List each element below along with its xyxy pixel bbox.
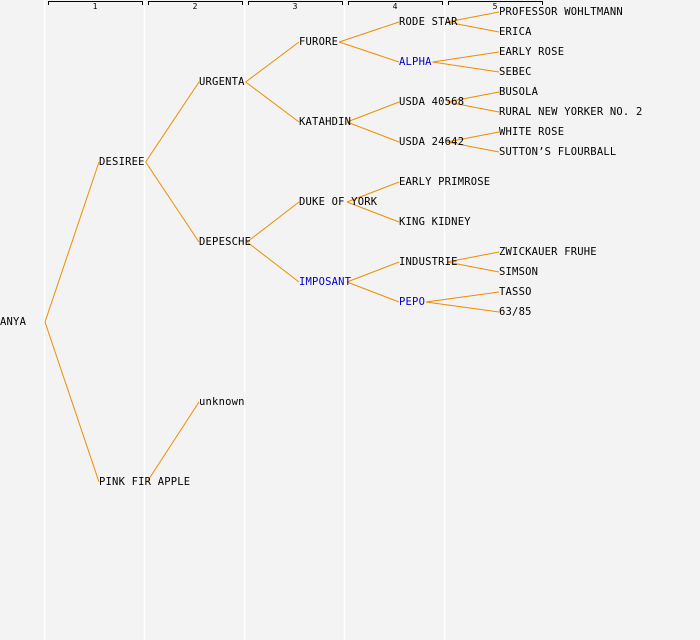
generation-bracket: [248, 1, 343, 5]
pedigree-edge: [44, 161, 100, 323]
pedigree-edge: [145, 161, 200, 243]
pedigree-edge: [432, 51, 500, 63]
pedigree-node-earlyprimrose[interactable]: EARLY PRIMROSE: [399, 176, 491, 188]
pedigree-edge: [446, 101, 500, 113]
pedigree-node-urgenta[interactable]: URGENTA: [199, 76, 245, 88]
pedigree-node-sebec[interactable]: SEBEC: [499, 66, 532, 78]
pedigree-node-busola[interactable]: BUSOLA: [499, 86, 539, 98]
pedigree-node-desiree[interactable]: DESIREE: [99, 156, 145, 168]
pedigree-node-industrie[interactable]: INDUSTRIE: [399, 256, 458, 268]
pedigree-edge: [446, 131, 500, 143]
pedigree-node-kingkidney[interactable]: KING KIDNEY: [399, 216, 471, 228]
pedigree-node-usda40568[interactable]: USDA 40568: [399, 96, 465, 108]
pedigree-node-imposant[interactable]: IMPOSANT: [299, 276, 352, 288]
pedigree-node-ruralnewyorker[interactable]: RURAL NEW YORKER NO. 2: [499, 106, 643, 118]
pedigree-edge: [446, 261, 500, 273]
pedigree-node-pepo[interactable]: PEPO: [399, 296, 426, 308]
pedigree-edge: [146, 401, 200, 483]
generation-label: 2: [192, 2, 198, 11]
pedigree-node-whiterose[interactable]: WHITE ROSE: [499, 126, 565, 138]
pedigree-node-zwickauer[interactable]: ZWICKAUER FRUHE: [499, 246, 597, 258]
pedigree-edge: [432, 61, 500, 73]
generation-bracket: [348, 1, 443, 5]
pedigree-node-erica[interactable]: ERICA: [499, 26, 532, 38]
pedigree-node-6385[interactable]: 63/85: [499, 306, 532, 318]
generation-label: 5: [492, 2, 498, 11]
pedigree-edge: [446, 251, 500, 263]
generation-label: 1: [92, 2, 98, 11]
pedigree-edge: [426, 291, 500, 303]
pedigree-edge: [246, 201, 300, 243]
pedigree-edge: [346, 281, 400, 303]
generation-bracket: [448, 1, 543, 5]
generation-bracket: [48, 1, 143, 5]
generation-bracket: [148, 1, 243, 5]
pedigree-edge: [346, 201, 400, 223]
pedigree-edge: [246, 241, 300, 283]
pedigree-edge: [338, 41, 400, 63]
pedigree-edge: [446, 141, 500, 153]
pedigree-edge: [44, 321, 100, 483]
pedigree-edge: [346, 181, 400, 203]
pedigree-node-earlyrose[interactable]: EARLY ROSE: [499, 46, 565, 58]
pedigree-node-pinkfir[interactable]: PINK FIR APPLE: [99, 476, 191, 488]
pedigree-node-unknown[interactable]: unknown: [199, 396, 245, 408]
pedigree-edge: [338, 21, 400, 43]
pedigree-node-furore[interactable]: FURORE: [299, 36, 339, 48]
pedigree-edge: [245, 81, 300, 123]
pedigree-edge: [426, 301, 500, 313]
pedigree-node-alpha[interactable]: ALPHA: [399, 56, 432, 68]
pedigree-edge: [446, 21, 500, 33]
pedigree-node-katahdin[interactable]: KATAHDIN: [299, 116, 352, 128]
pedigree-edge: [346, 121, 400, 143]
pedigree-node-tasso[interactable]: TASSO: [499, 286, 532, 298]
pedigree-node-usda24642[interactable]: USDA 24642: [399, 136, 465, 148]
pedigree-node-profwohltmann[interactable]: PROFESSOR WOHLTMANN: [499, 6, 623, 18]
pedigree-node-depesche[interactable]: DEPESCHE: [199, 236, 252, 248]
generation-label: 3: [292, 2, 298, 11]
pedigree-edge: [145, 81, 200, 163]
pedigree-node-anya[interactable]: ANYA: [0, 316, 27, 328]
generation-label: 4: [392, 2, 398, 11]
pedigree-node-rodestar[interactable]: RODE STAR: [399, 16, 458, 28]
pedigree-edge: [245, 41, 300, 83]
pedigree-node-dukeofyork[interactable]: DUKE OF YORK: [299, 196, 378, 208]
pedigree-node-simson[interactable]: SIMSON: [499, 266, 539, 278]
pedigree-edge: [446, 11, 500, 23]
pedigree-edge: [346, 261, 400, 283]
pedigree-edge: [346, 101, 400, 123]
pedigree-edge: [446, 91, 500, 103]
pedigree-node-suttons[interactable]: SUTTON’S FLOURBALL: [499, 146, 617, 158]
